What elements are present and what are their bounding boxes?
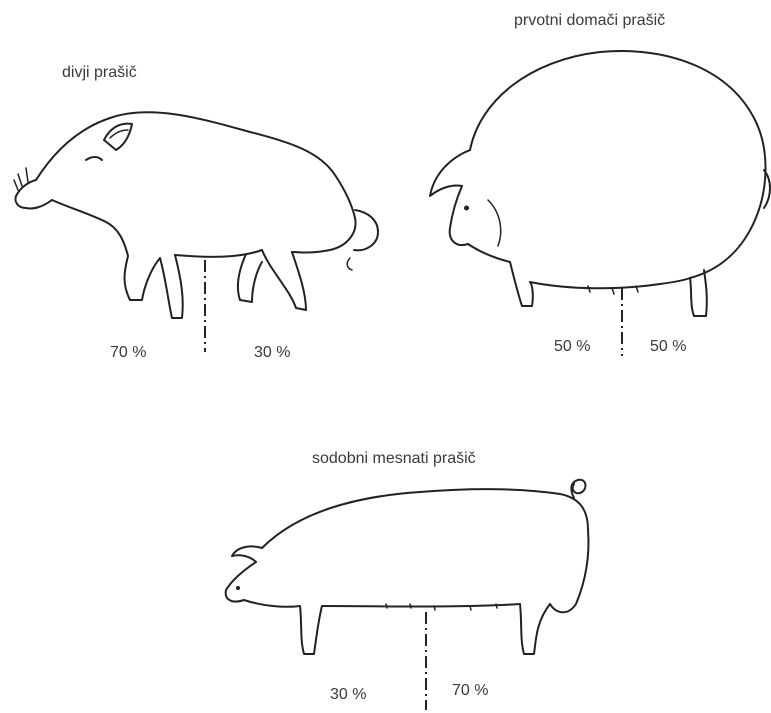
modern-pig-drawing [226,480,589,710]
wild-boar-drawing [14,112,378,352]
primitive-pig-title: prvotni domači prašič [514,12,665,30]
primitive-pig-drawing [430,51,770,356]
wild-boar-rear-share: 30 % [254,344,290,362]
primitive-pig-front-share: 50 % [554,338,590,356]
modern-pig-title: sodobni mesnati prašič [312,450,476,468]
primitive-pig-rear-share: 50 % [650,338,686,356]
modern-pig-rear-share: 70 % [452,682,488,700]
modern-pig-front-share: 30 % [330,686,366,704]
wild-boar-front-share: 70 % [110,344,146,362]
wild-boar-title: divji prašič [62,64,137,82]
